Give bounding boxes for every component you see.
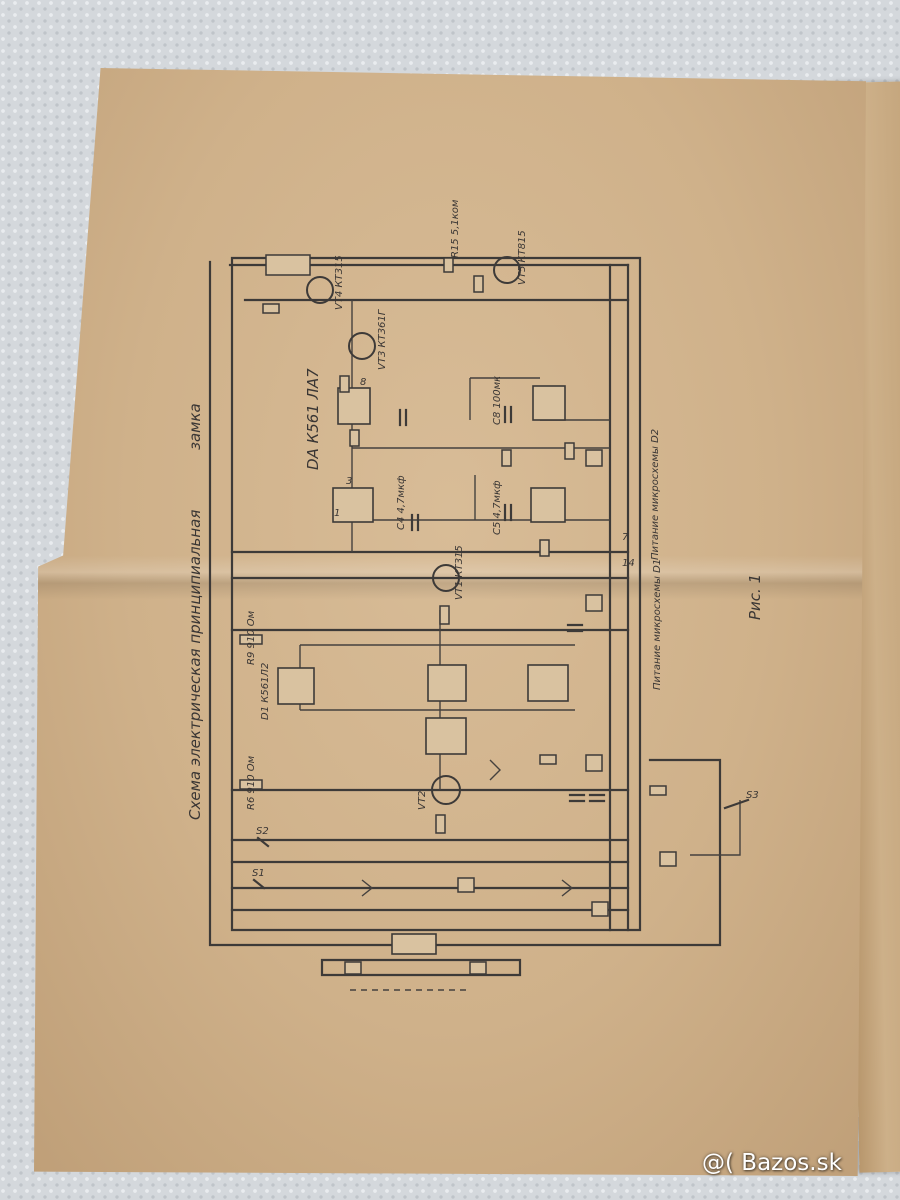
power-d1-label: Питание микросхемы D1 [652, 559, 663, 690]
resistor-r7 [539, 754, 557, 765]
led-vd2 [561, 879, 574, 897]
c5-label: C5 4,7мкф [492, 480, 503, 535]
resistor [539, 539, 550, 557]
resistor [501, 449, 512, 467]
transistor-vt5 [493, 256, 521, 284]
middle-logic-block [239, 594, 750, 867]
led-vd1 [361, 879, 374, 897]
vt2-label: VT2 [417, 791, 428, 810]
s1-label: S1 [252, 868, 265, 879]
battery [469, 961, 487, 975]
resistor-r6 [239, 779, 263, 790]
pin-8-label: 8 [360, 377, 366, 388]
connector-block [391, 933, 437, 955]
battery [344, 961, 362, 975]
switch-s2 [256, 836, 270, 848]
resistor [473, 275, 484, 293]
c8-label: C8 100мк [492, 376, 503, 425]
nor-gate-4 [425, 717, 467, 755]
resistor [439, 605, 450, 625]
nand-gate-2 [532, 385, 566, 421]
pin-1-label: 1 [334, 508, 340, 519]
transistor-vt2 [431, 775, 461, 805]
pin-7-label: 7 [622, 532, 629, 543]
power-d2-label: Питание микросхемы D2 [650, 429, 661, 560]
resistor [564, 442, 575, 460]
transistor-vt3 [348, 332, 376, 360]
switch-s3 [723, 798, 750, 810]
vt1-label: VT1 КТ315 [454, 545, 465, 600]
vt5-label: VT5 КТ815 [517, 230, 528, 285]
nand-gate-3 [332, 487, 374, 523]
transistor-vt4 [306, 276, 334, 304]
upper-logic-block [262, 254, 610, 592]
s2-label: S2 [256, 826, 269, 837]
resistor-r9 [239, 634, 263, 645]
resistor [339, 375, 350, 393]
nor-gate-1 [277, 667, 315, 705]
variable-resistor [591, 901, 609, 917]
c4-label: C4 4,7мкф [396, 475, 407, 530]
resistor [435, 814, 446, 834]
resistor [349, 429, 360, 447]
paper-sheet [34, 68, 866, 1176]
nand-gate-4 [530, 487, 566, 523]
trimmer-resistor [585, 594, 603, 612]
power-rails [208, 256, 722, 947]
relay-k1 [265, 254, 311, 276]
trimmer-resistor [585, 449, 603, 467]
schematic-title-line2: замка [186, 403, 204, 450]
vt3-label: VT3 КТ361Г [377, 308, 388, 370]
diode [489, 759, 501, 781]
bazos-watermark: @( Bazos.sk [702, 1150, 842, 1176]
nor-gate-2 [427, 664, 467, 702]
transistor-vt1 [432, 564, 460, 592]
trimmer-resistor [585, 754, 603, 772]
schematic-title-line1: Схема электрическая принципиальная [186, 510, 204, 820]
r15-label: R15 5,1ком [450, 199, 461, 258]
ic-da-label: DA К561 ЛА7 [304, 368, 322, 470]
r9-label: R9 910 Ом [246, 610, 257, 665]
ic-dd-label: D1 К561Л2 [260, 663, 271, 720]
bottom-controls [252, 836, 609, 991]
resistor [443, 257, 454, 273]
r6-label: R6 910 Ом [246, 755, 257, 810]
relay-k2 [659, 851, 677, 867]
variable-resistor [457, 877, 475, 893]
vt4-label: VT4 КТ315 [334, 255, 345, 310]
pin-3-label: 3 [346, 476, 352, 487]
nand-gate-1 [337, 387, 371, 425]
nor-gate-3 [527, 664, 569, 702]
resistor-r13 [649, 785, 667, 796]
resistor [262, 303, 280, 314]
pin-14-label: 14 [622, 558, 635, 569]
s3-label: S3 [746, 790, 759, 801]
switch-s1 [252, 878, 266, 890]
figure-label: Рис. 1 [746, 574, 764, 620]
